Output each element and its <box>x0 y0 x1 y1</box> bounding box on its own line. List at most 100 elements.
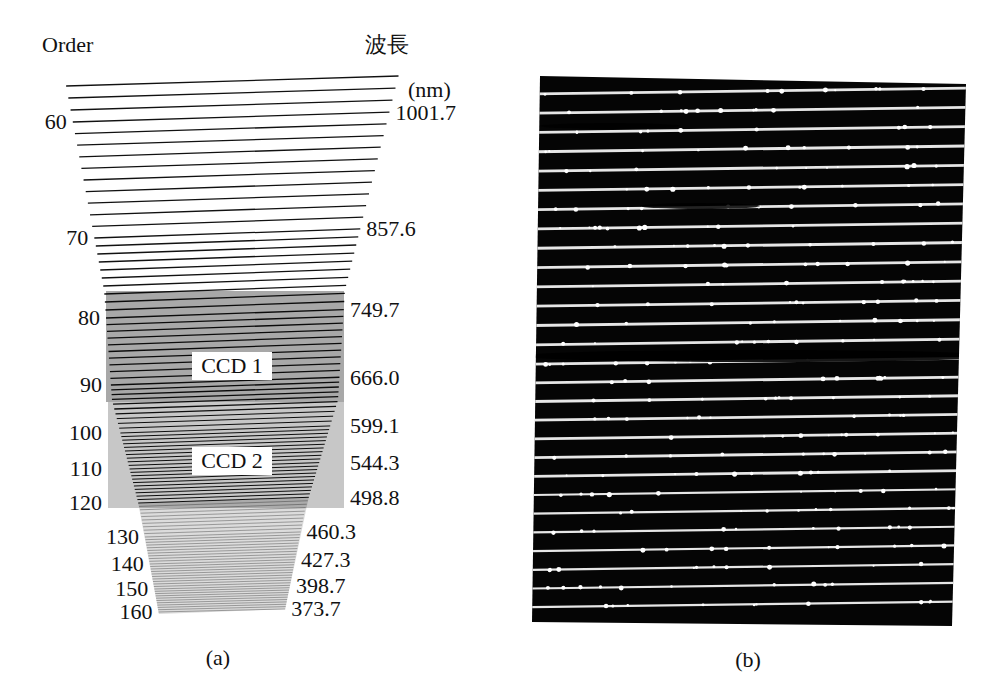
emission-dot <box>774 397 777 400</box>
emission-dot <box>660 110 663 113</box>
emission-dot <box>559 494 563 498</box>
emission-dot <box>598 226 602 230</box>
emission-dot <box>552 456 556 460</box>
order-line <box>88 194 369 203</box>
emission-dot <box>589 170 591 172</box>
emission-dot <box>910 544 914 548</box>
wavelength-value: 599.1 <box>350 413 400 438</box>
emission-dot <box>579 492 582 495</box>
emission-dot <box>707 186 710 189</box>
echelle-orders <box>66 76 398 614</box>
emission-dot <box>902 414 905 417</box>
emission-dot <box>720 452 724 456</box>
emission-dot <box>916 106 919 109</box>
emission-dot <box>899 414 901 416</box>
order-line <box>94 229 360 238</box>
label-slot: 110 <box>70 456 102 481</box>
spectrum-image <box>520 76 982 626</box>
emission-dot <box>823 87 828 92</box>
order-line <box>97 245 356 254</box>
order-number: 60 <box>45 109 67 134</box>
emission-dot <box>576 131 578 133</box>
spectrum-order <box>525 452 975 458</box>
emission-dot <box>816 262 820 266</box>
emission-dot <box>646 302 650 306</box>
emission-dot <box>670 187 675 192</box>
emission-dot <box>826 167 828 169</box>
emission-dot <box>607 417 611 421</box>
emission-dot <box>625 454 628 457</box>
emission-dot <box>574 322 579 327</box>
order-line <box>73 112 390 122</box>
emission-dot <box>921 87 925 91</box>
emission-dot <box>779 89 784 94</box>
order-line <box>150 560 295 564</box>
order-line <box>151 565 294 569</box>
spectrum-order <box>525 545 975 551</box>
emission-dot <box>883 376 886 379</box>
emission-dot <box>834 89 836 91</box>
dark-band <box>520 350 982 362</box>
emission-dot <box>607 492 612 497</box>
emission-dot <box>592 530 595 533</box>
emission-dot <box>741 341 743 343</box>
order-line <box>102 269 350 278</box>
spectrum-order <box>525 564 975 570</box>
wavelength-value: 498.8 <box>350 485 400 510</box>
order-line <box>79 147 380 157</box>
emission-dot <box>693 567 695 569</box>
emission-dot <box>929 600 932 603</box>
emission-dot <box>722 244 727 249</box>
order-line <box>84 171 375 180</box>
spectrum-order <box>525 185 975 191</box>
emission-dot <box>908 507 911 510</box>
emission-dot <box>773 320 776 323</box>
order-line <box>90 206 366 215</box>
emission-dot <box>754 108 757 111</box>
emission-dot <box>702 603 705 606</box>
emission-dot <box>576 131 579 134</box>
emission-dot <box>746 243 750 247</box>
axis-heading: 波長 <box>365 32 409 57</box>
emission-dot <box>837 166 839 168</box>
emission-dot <box>763 435 766 438</box>
emission-dot <box>806 601 811 606</box>
emission-dot <box>871 242 875 246</box>
emission-dot <box>766 89 770 93</box>
label-slot: 544.3 <box>350 450 400 475</box>
emission-dot <box>798 433 803 438</box>
emission-dot <box>627 604 629 606</box>
emission-dot <box>845 262 850 267</box>
label-slot: Order <box>42 32 93 57</box>
emission-dot <box>928 450 932 454</box>
emission-dot <box>808 243 812 247</box>
emission-dot <box>709 417 711 419</box>
order-number: 160 <box>120 599 153 624</box>
emission-dot <box>831 582 834 585</box>
emission-dot <box>644 187 649 192</box>
label-slot: (b) <box>735 647 761 672</box>
emission-dot <box>832 396 835 399</box>
order-number: 90 <box>80 372 102 397</box>
label-slot: 427.3 <box>301 547 351 572</box>
emission-dot <box>740 510 742 512</box>
order-number: 70 <box>66 225 88 250</box>
emission-dot <box>610 380 614 384</box>
emission-dot <box>604 604 609 609</box>
emission-dot <box>614 361 618 365</box>
emission-dot <box>951 240 954 243</box>
emission-dot <box>709 546 714 551</box>
order-number: 150 <box>115 576 148 601</box>
order-line <box>99 253 354 262</box>
emission-dot <box>732 472 737 477</box>
emission-dot <box>789 301 791 303</box>
emission-dot <box>817 471 820 474</box>
label-slot: 160 <box>120 599 153 624</box>
emission-dot <box>764 397 768 401</box>
emission-dot <box>944 261 946 263</box>
emission-dot <box>548 150 550 152</box>
order-line <box>100 261 352 270</box>
emission-dot <box>619 586 624 591</box>
emission-dot <box>853 203 857 207</box>
emission-dot <box>695 566 698 569</box>
